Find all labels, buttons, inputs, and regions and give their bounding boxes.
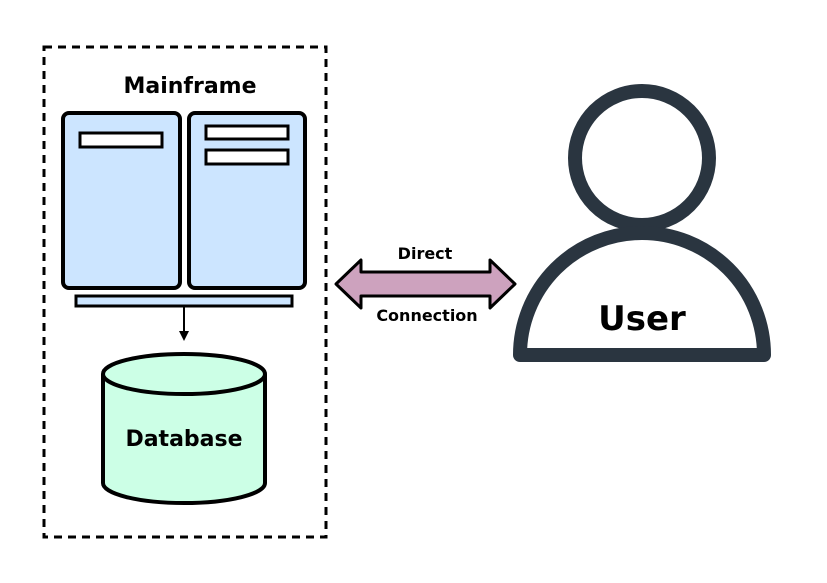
user-icon <box>513 84 771 362</box>
database-label: Database <box>125 427 242 452</box>
server-cabinet-left <box>61 111 182 290</box>
server-cabinet-left-panel <box>78 131 164 149</box>
database-icon <box>101 352 267 505</box>
server-cabinet-right-panel-2 <box>204 148 290 166</box>
user-body <box>513 226 771 362</box>
mainframe-label: Mainframe <box>123 74 256 99</box>
user-label: User <box>598 299 686 339</box>
user-head <box>568 84 716 232</box>
server-base <box>74 294 294 308</box>
server-cabinet-right-panel-1 <box>204 124 290 141</box>
connection-top-label: Direct <box>398 244 453 263</box>
connection-bottom-label: Connection <box>376 306 477 325</box>
database-top <box>101 352 267 396</box>
mainframe-server-icon <box>61 111 307 308</box>
connection-arrow <box>334 258 517 310</box>
mainframe-to-database-arrow <box>179 306 189 341</box>
database-body <box>101 374 267 505</box>
mainframe-boundary <box>42 45 328 539</box>
